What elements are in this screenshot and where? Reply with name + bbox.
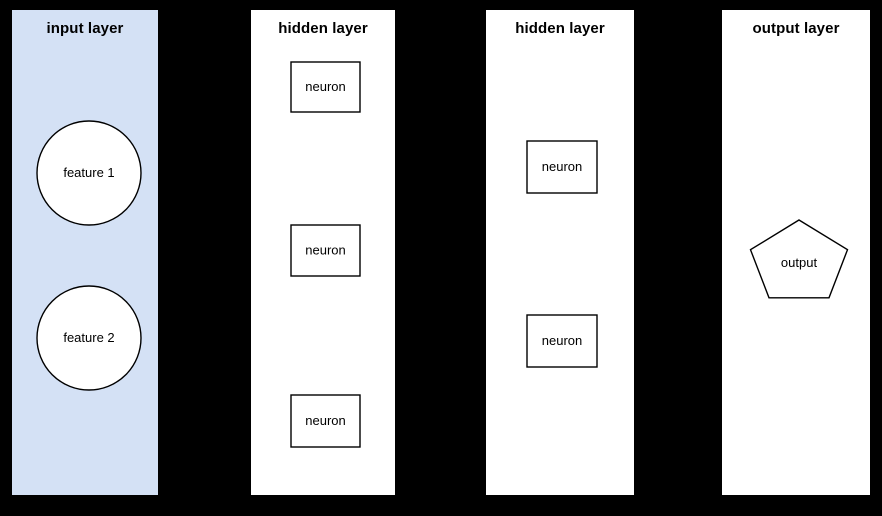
node-label: neuron (542, 333, 582, 348)
node-rect[interactable] (526, 140, 598, 194)
layer-title-output: output layer (752, 20, 840, 37)
layer-panel-hidden-2: hidden layer neuron neuron (486, 10, 634, 495)
hidden-layer-2-nodes: neuron neuron (526, 140, 598, 368)
node-label: output (781, 255, 818, 270)
layer-title-hidden-1: hidden layer (278, 20, 368, 37)
node-label: neuron (542, 159, 582, 174)
hidden-layer-1-nodes: neuron neuron neuron (290, 61, 361, 448)
node-rect[interactable] (526, 314, 598, 368)
layer-title-hidden-2: hidden layer (515, 20, 605, 37)
layer-panel-hidden-1: hidden layer neuron neuron neuron (251, 10, 395, 495)
output-layer-nodes: output (749, 219, 849, 299)
layer-title-input: input layer (46, 20, 124, 37)
node-rect[interactable] (290, 224, 361, 277)
node-label: feature 1 (63, 165, 114, 180)
node-label: neuron (305, 79, 345, 94)
input-layer-nodes: feature 1 feature 2 (36, 120, 142, 391)
node-label: neuron (305, 243, 345, 258)
node-label: neuron (305, 413, 345, 428)
node-pentagon[interactable] (749, 219, 849, 299)
layer-panel-output: output layer output (722, 10, 870, 495)
node-rect[interactable] (290, 61, 361, 113)
node-rect[interactable] (290, 394, 361, 448)
node-circle[interactable] (36, 285, 142, 391)
node-label: feature 2 (63, 330, 114, 345)
node-circle[interactable] (36, 120, 142, 226)
layer-panel-input: input layer feature 1 feature 2 (12, 10, 158, 495)
